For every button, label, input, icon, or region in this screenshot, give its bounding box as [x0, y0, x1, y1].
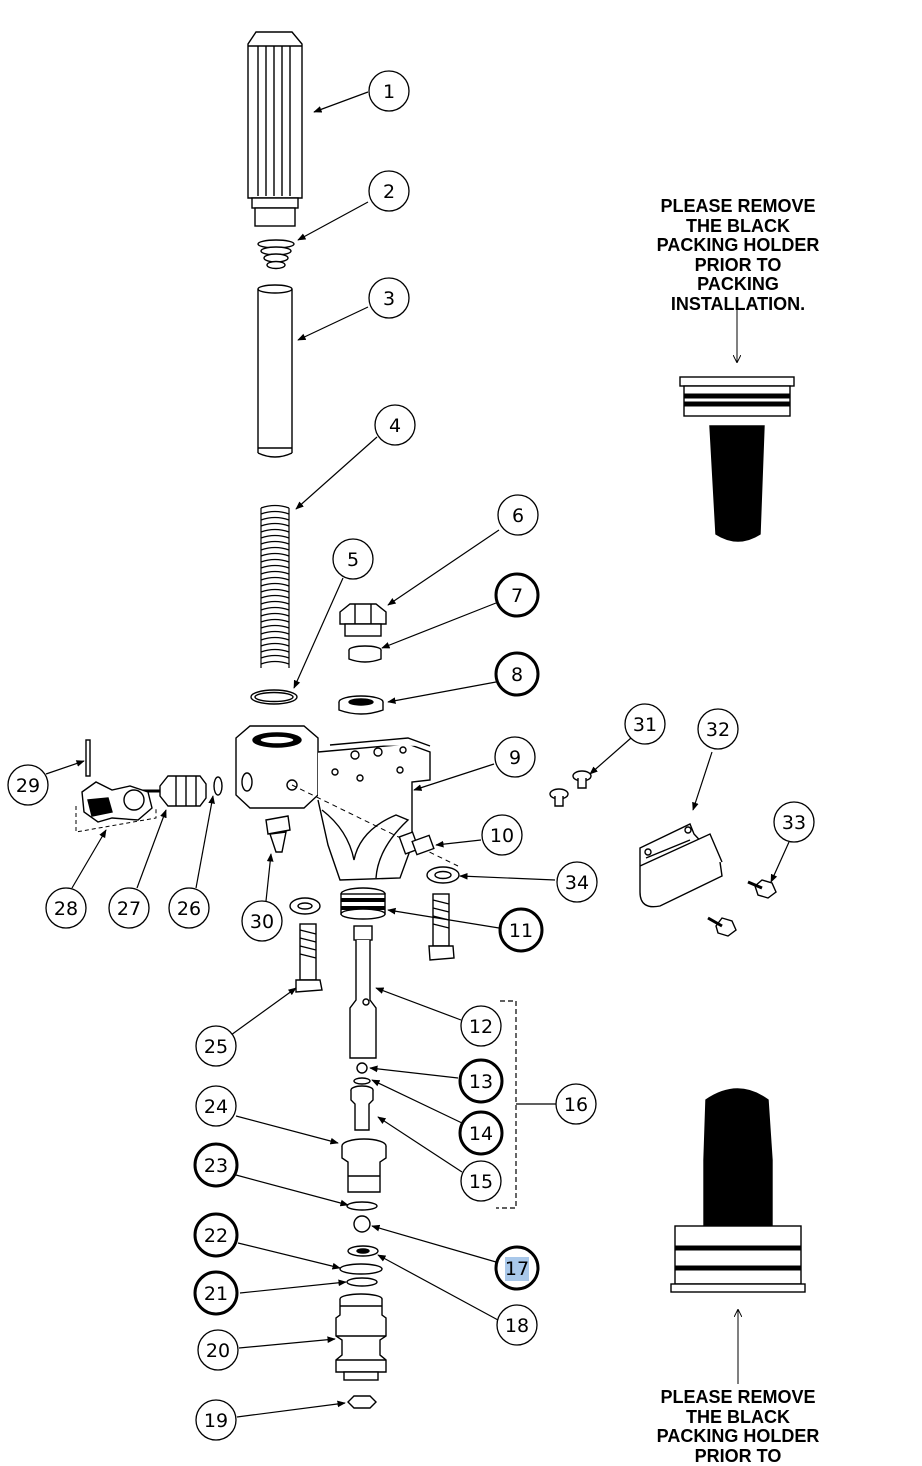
part-oring-23 — [347, 1202, 377, 1210]
callout-6: 6 — [512, 505, 524, 527]
callout-2: 2 — [383, 181, 395, 203]
callout-16: 16 — [564, 1094, 588, 1116]
callout-30: 30 — [250, 911, 274, 933]
part-screws-31 — [550, 771, 591, 806]
callout-12: 12 — [469, 1016, 493, 1038]
callout-21: 21 — [204, 1283, 228, 1305]
note-bottom-line: THE BLACK — [638, 1408, 838, 1428]
note-top-line: INSTALLATION. — [638, 295, 838, 315]
note-bottom-line: PRIOR TO — [638, 1447, 838, 1466]
part-bolt-right — [429, 894, 454, 960]
part-cartridge-20 — [336, 1294, 386, 1380]
callout-4: 4 — [389, 415, 401, 437]
part-fitting-30 — [266, 816, 290, 852]
part-bolt-25 — [296, 924, 322, 992]
packing-holder-note-top: PLEASE REMOVE THE BLACK PACKING HOLDER P… — [638, 197, 838, 314]
callout-29: 29 — [16, 775, 40, 797]
callout-22: 22 — [204, 1225, 228, 1247]
callout-8: 8 — [511, 664, 523, 686]
part-washer-left — [290, 898, 320, 914]
part-gland — [339, 696, 383, 714]
part-washer-18 — [348, 1246, 378, 1256]
callout-27: 27 — [117, 898, 141, 920]
part-hex-nut — [340, 604, 386, 636]
callout-14: 14 — [469, 1123, 493, 1145]
part-plunger — [350, 926, 376, 1058]
packing-holder-illustration-bottom — [671, 1089, 805, 1384]
callout-34: 34 — [565, 872, 589, 894]
packing-holder-note-bottom: PLEASE REMOVE THE BLACK PACKING HOLDER P… — [638, 1388, 838, 1466]
callout-20: 20 — [206, 1340, 230, 1362]
callout-13: 13 — [469, 1071, 493, 1093]
part-pin-29 — [86, 740, 90, 776]
callout-19: 19 — [204, 1410, 228, 1432]
note-top-line: PRIOR TO — [638, 256, 838, 276]
part-fitting-10 — [399, 832, 434, 855]
note-top-line: PACKING HOLDER — [638, 236, 838, 256]
callout-26: 26 — [177, 898, 201, 920]
callout-9: 9 — [509, 747, 521, 769]
part-large-spring — [261, 506, 289, 669]
note-top-line: PLEASE REMOVE — [638, 197, 838, 217]
callout-7: 7 — [511, 585, 523, 607]
part-oring-26 — [214, 777, 222, 795]
callout-28: 28 — [54, 898, 78, 920]
part-small-spring — [258, 240, 294, 269]
note-bottom-line: PLEASE REMOVE — [638, 1388, 838, 1408]
part-bolts-33 — [708, 880, 776, 936]
callout-11: 11 — [509, 920, 533, 942]
part-ring-14 — [354, 1078, 370, 1084]
callout-10: 10 — [490, 825, 514, 847]
callout-32: 32 — [706, 719, 730, 741]
note-bottom-line: PACKING HOLDER — [638, 1427, 838, 1447]
part-packing-11 — [341, 888, 385, 919]
callout-17: 17 — [505, 1258, 529, 1280]
note-top-line: THE BLACK — [638, 217, 838, 237]
part-bracket — [640, 824, 722, 907]
part-ball-13 — [357, 1063, 367, 1073]
callout-24: 24 — [204, 1096, 228, 1118]
callout-3: 3 — [383, 288, 395, 310]
callout-1: 1 — [383, 81, 395, 103]
part-seat-15 — [351, 1086, 373, 1130]
part-bushing — [349, 646, 381, 662]
callout-15: 15 — [469, 1171, 493, 1193]
note-top-line: PACKING — [638, 275, 838, 295]
part-tube — [258, 285, 292, 457]
part-guide-24 — [342, 1139, 386, 1192]
part-main-body — [236, 726, 458, 880]
callout-18: 18 — [505, 1315, 529, 1337]
part-nut-19 — [348, 1396, 376, 1408]
callout-5: 5 — [347, 549, 359, 571]
packing-holder-illustration-top — [680, 305, 794, 541]
callout-23: 23 — [204, 1155, 228, 1177]
part-oring-21 — [347, 1278, 377, 1286]
callout-31: 31 — [633, 714, 657, 736]
part-ball-17 — [354, 1216, 370, 1232]
part-oring-22 — [340, 1264, 382, 1274]
callout-25: 25 — [204, 1036, 228, 1058]
part-handle — [248, 32, 302, 226]
part-washer-34 — [427, 867, 459, 883]
callout-33: 33 — [782, 812, 806, 834]
